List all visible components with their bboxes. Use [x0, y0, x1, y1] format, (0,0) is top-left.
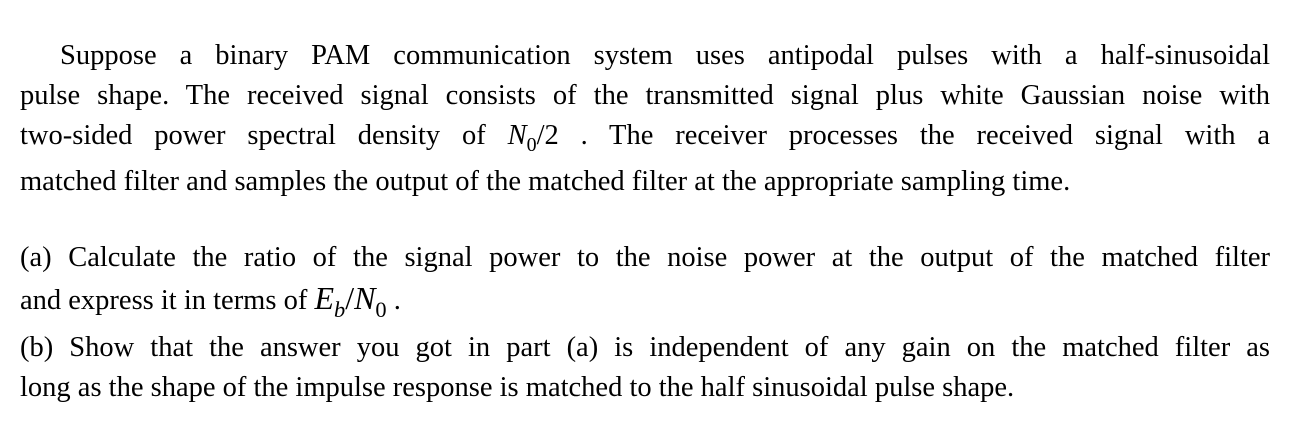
intro-line-3: two-sided power spectral density of N0/2…: [20, 116, 1270, 156]
part-gap: [20, 318, 1270, 328]
problem-statement: Suppose a binary PAM communication syste…: [20, 36, 1270, 408]
part-b-line-1: (b) Show that the answer you got in part…: [20, 328, 1270, 368]
part-a-text-1: (a) Calculate the ratio of the signal po…: [20, 242, 1270, 273]
intro-text-2: pulse shape. The received signal consist…: [20, 80, 1270, 111]
intro-line-2: pulse shape. The received signal consist…: [20, 76, 1270, 116]
part-b-text-1: (b) Show that the answer you got in part…: [20, 332, 1270, 363]
intro-text-3b: /2 . The receiver processes the received…: [536, 120, 1270, 151]
part-a-text-2: and express it in terms of: [20, 285, 315, 316]
part-a-line-2: and express it in terms of Eb/N0 .: [20, 278, 1270, 322]
part-b-text-2: long as the shape of the impulse respons…: [20, 372, 1015, 403]
part-b-line-2: long as the shape of the impulse respons…: [20, 368, 1270, 408]
intro-line-1: Suppose a binary PAM communication syste…: [20, 36, 1270, 76]
intro-text-3a: two-sided power spectral density of: [20, 120, 508, 151]
intro-text-4: matched filter and samples the output of…: [20, 166, 1071, 197]
part-a-period: .: [386, 285, 401, 316]
paragraph-gap: [20, 204, 1270, 238]
intro-line-4: matched filter and samples the output of…: [20, 156, 1270, 204]
eb-over-n0-symbol: Eb/N0: [314, 280, 387, 322]
part-a-line-1: (a) Calculate the ratio of the signal po…: [20, 238, 1270, 278]
intro-text-1: Suppose a binary PAM communication syste…: [60, 40, 1270, 71]
noise-psd-symbol: N0: [507, 120, 537, 156]
